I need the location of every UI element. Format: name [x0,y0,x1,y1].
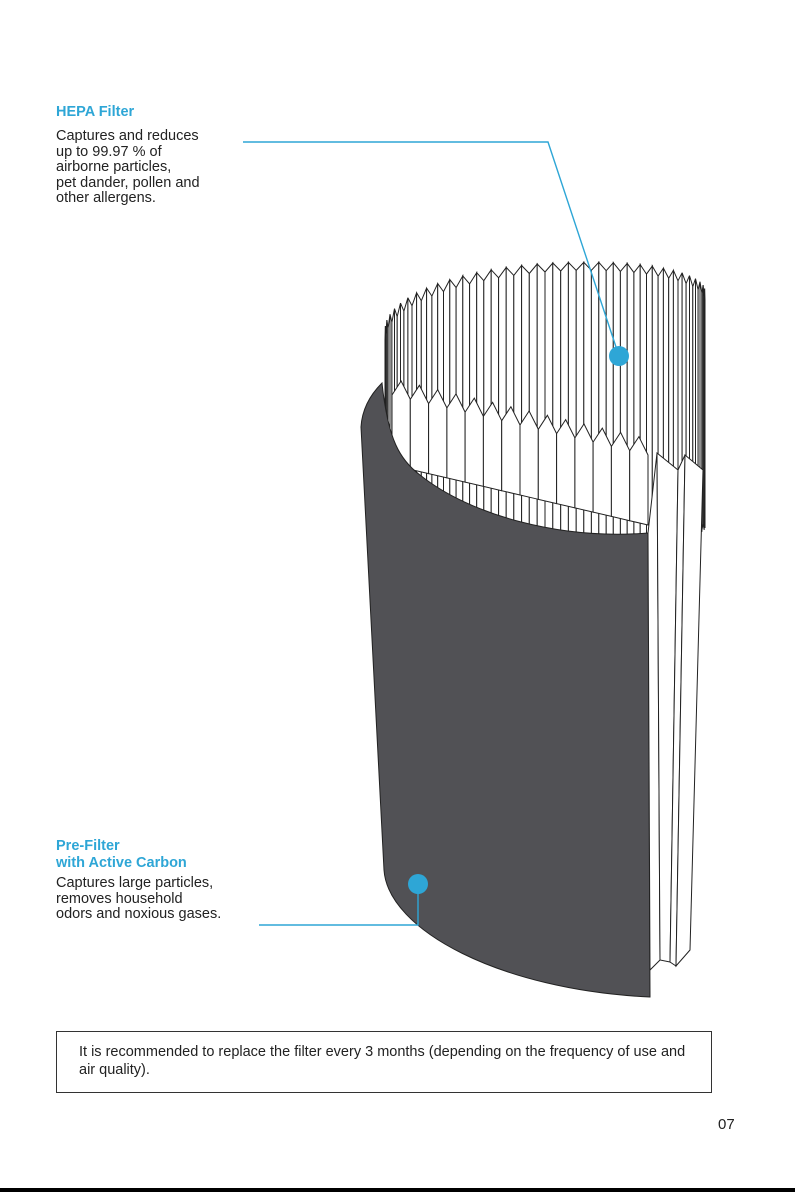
hepa-callout: HEPA Filter Captures and reduces up to 9… [56,104,256,207]
hepa-pleat [498,265,507,547]
prefilter-description: Captures large particles, removes househ… [56,875,222,922]
hepa-pleat [505,266,515,547]
hepa-description: Captures and reduces up to 99.97 % of ai… [56,128,200,206]
prefilter-marker-dot [408,874,428,894]
prefilter-callout: Pre-Filter with Active Carbon Captures l… [56,838,266,923]
prefilter-title-line1: Pre-Filter [56,838,120,854]
hepa-front-pleat [574,422,594,513]
hepa-front-pleat [428,388,448,479]
hepa-pleat [544,261,554,548]
hepa-front-pleat [519,409,539,500]
filter-illustration [243,141,706,998]
hepa-pleat [536,262,546,547]
hepa-pleat [521,264,530,547]
hepa-front-pleat [610,431,631,522]
prefilter-title-line2: with Active Carbon [56,855,187,871]
hepa-front-pleat [482,401,503,492]
hepa-pleats [384,260,706,548]
bottom-rule [0,1188,795,1192]
hepa-front-pleat [501,405,521,496]
replacement-note: It is recommended to replace the filter … [56,1031,712,1093]
hepa-front-pleat [592,427,612,518]
prefilter-leader-line [259,884,419,926]
hepa-front-pleat [464,397,484,488]
hepa-leader-line [243,141,620,357]
front-right-pleats [647,451,704,972]
hepa-front-pleat [446,392,466,483]
hepa-front-pleat [629,435,649,526]
hepa-marker-dot [609,346,629,366]
hepa-pleat [513,264,523,547]
carbon-prefilter-wrap [360,381,651,998]
hepa-front-pleat [409,384,430,475]
hepa-pleat [528,262,538,547]
page-number: 07 [718,1116,735,1133]
hepa-front-pleat [556,418,576,509]
hepa-title: HEPA Filter [56,104,135,120]
hepa-front-pleat [537,414,558,505]
